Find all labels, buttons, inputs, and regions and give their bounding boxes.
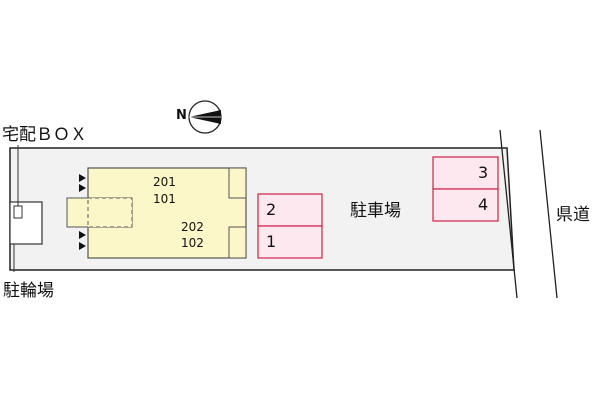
parking-space-number: 1 — [266, 232, 277, 251]
road-line-inner — [499, 129, 518, 299]
road-line-outer — [539, 129, 558, 299]
room-number: 101 — [153, 192, 176, 206]
prefectural-road-label: 県道 — [556, 205, 590, 225]
parking-space-number: 2 — [266, 200, 277, 219]
delivery-box — [13, 205, 23, 219]
delivery-box-label: 宅配ＢＯＸ — [2, 125, 87, 145]
compass-north-label: N — [176, 108, 187, 123]
room-number: 201 — [153, 175, 176, 189]
room-number: 102 — [181, 236, 204, 250]
north-arrow-icon — [188, 100, 222, 134]
parking-group-left — [257, 193, 323, 259]
parking-lot-label: 駐車場 — [350, 201, 401, 221]
bicycle-parking-label: 駐輪場 — [3, 281, 54, 301]
parking-group-right — [432, 156, 499, 222]
room-number: 202 — [181, 220, 204, 234]
parking-space-number: 3 — [478, 163, 489, 182]
apartment-building — [66, 167, 247, 259]
parking-space-number: 4 — [478, 195, 489, 214]
